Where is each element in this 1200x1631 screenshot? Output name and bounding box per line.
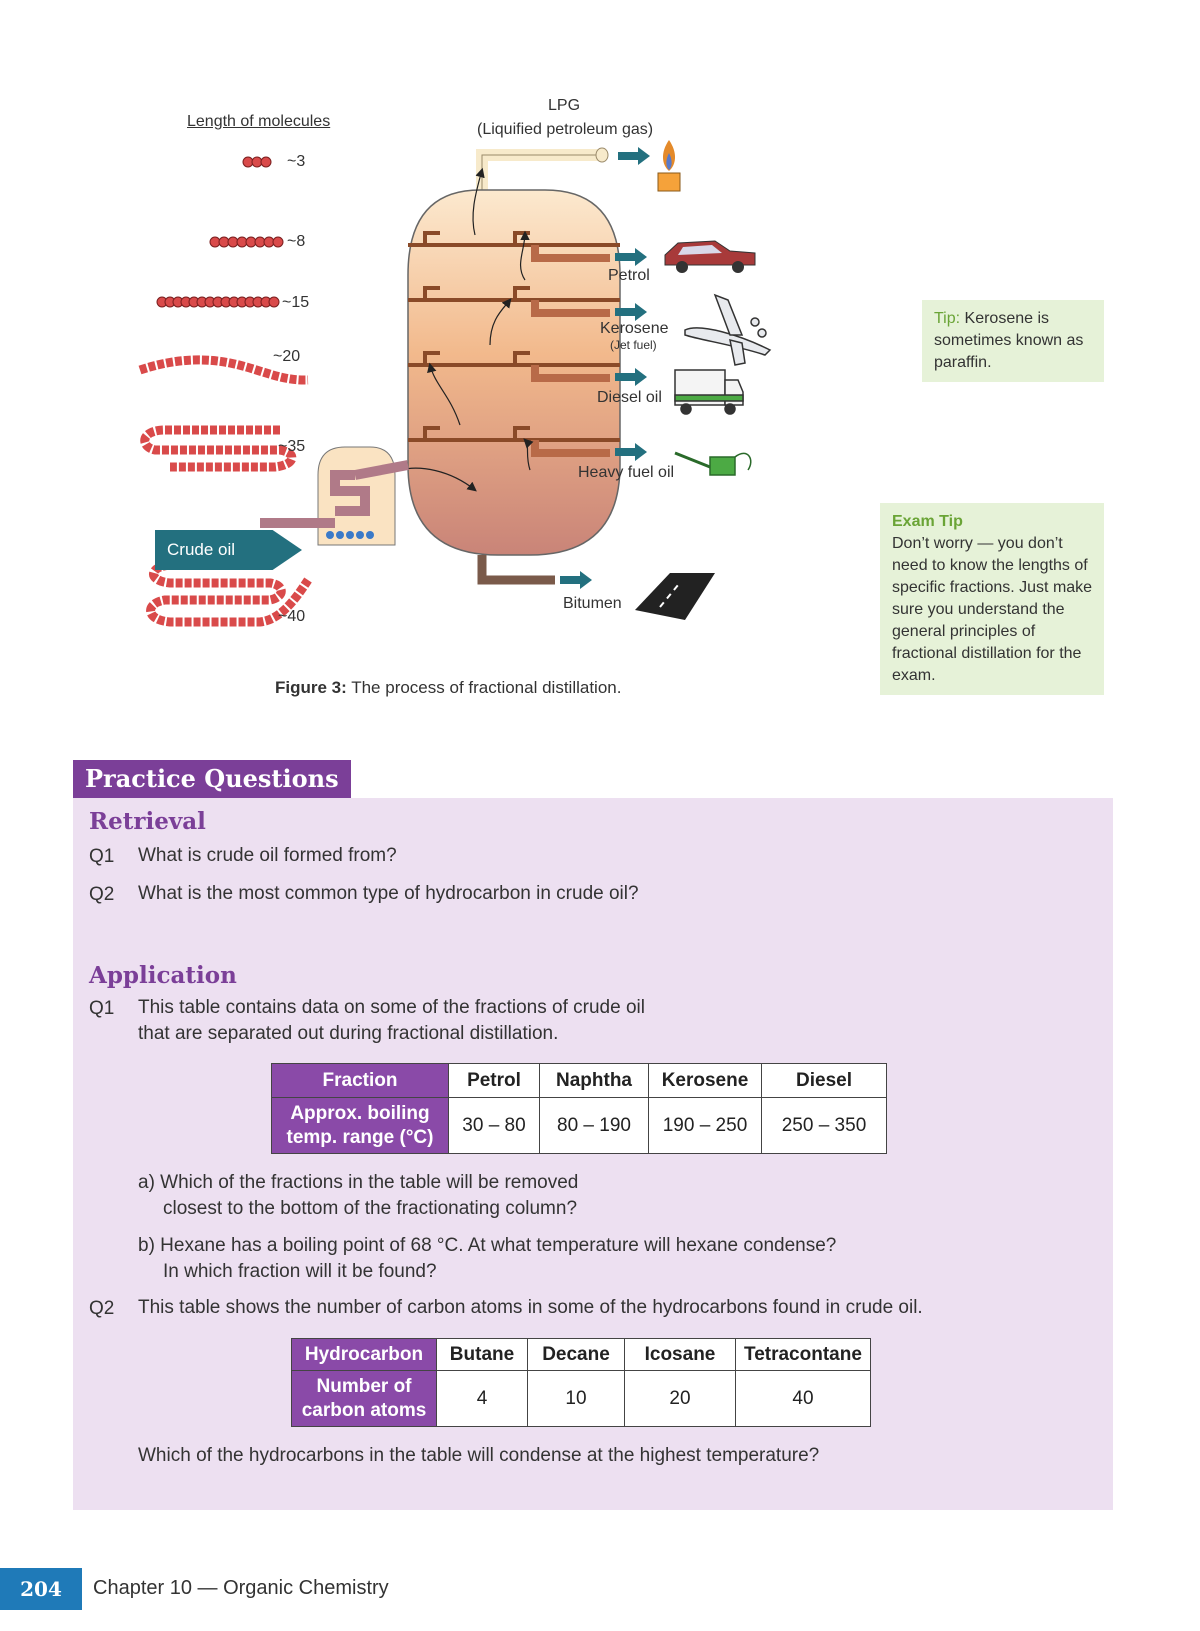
lpg-sub-label: (Liquified petroleum gas) xyxy=(477,121,654,138)
table-cell: 40 xyxy=(735,1370,871,1427)
distillation-diagram xyxy=(138,140,772,627)
bitumen-pipe xyxy=(477,555,555,585)
retrieval-q2-num: Q2 xyxy=(89,884,115,905)
application-q1-line2: that are separated out during fractional… xyxy=(138,1023,559,1044)
exam-tip-title: Exam Tip xyxy=(892,513,963,530)
exam-tip-box: Exam Tip Don’t worry — you don’t need to… xyxy=(880,503,1104,695)
truck-icon xyxy=(674,369,744,415)
gas-burner-icon xyxy=(657,140,681,192)
tip-text: Kerosene is sometimes known as paraffin. xyxy=(934,310,1084,371)
table-column-header: Butane xyxy=(436,1338,528,1371)
application-q2-num: Q2 xyxy=(89,1298,115,1319)
molecule-length-20: ~20 xyxy=(273,348,301,365)
table-cell: 250 – 350 xyxy=(761,1097,887,1154)
table-column-header: Tetracontane xyxy=(735,1338,871,1371)
kerosene-label: Kerosene xyxy=(600,320,669,337)
molecule-15 xyxy=(156,296,280,308)
table-row: Number of carbon atoms 4 10 20 40 xyxy=(291,1370,871,1427)
molecule-length-3: ~3 xyxy=(287,153,306,170)
molecule-length-35: ~35 xyxy=(278,438,306,455)
table-header-line: Approx. boiling xyxy=(290,1102,430,1124)
application-q1-line1: This table contains data on some of the … xyxy=(138,997,645,1018)
retrieval-q2-text: What is the most common type of hydrocar… xyxy=(138,883,639,904)
crude-oil-arrow-label: Crude oil xyxy=(155,530,302,570)
table-column-header: Diesel xyxy=(761,1063,887,1098)
molecule-chains xyxy=(156,156,284,308)
molecule-35 xyxy=(140,425,297,472)
application-q2-question: Which of the hydrocarbons in the table w… xyxy=(138,1445,820,1466)
molecule-length-40: ~40 xyxy=(278,608,306,625)
molecule-length-8: ~8 xyxy=(287,233,306,250)
lpg-pipe-outline xyxy=(481,154,600,205)
table-header-line: Number of xyxy=(316,1375,412,1397)
application-q1a-line2: closest to the bottom of the fractionati… xyxy=(163,1198,578,1219)
table-header-cell: Fraction xyxy=(271,1063,449,1098)
application-q1b-line1: b) Hexane has a boiling point of 68 °C. … xyxy=(138,1235,837,1256)
fractions-table: Fraction Petrol Naphtha Kerosene Diesel … xyxy=(271,1063,887,1154)
practice-questions-header: Practice Questions xyxy=(73,760,351,798)
table-column-header: Icosane xyxy=(624,1338,736,1371)
road-icon xyxy=(635,573,715,620)
application-title: Application xyxy=(89,962,237,989)
application-q2-text: This table shows the number of carbon at… xyxy=(138,1297,923,1318)
molecules-heading: Length of molecules xyxy=(187,113,331,130)
table-header-cell: Approx. boiling temp. range (°C) xyxy=(271,1097,449,1154)
hydrocarbons-table: Hydrocarbon Butane Decane Icosane Tetrac… xyxy=(291,1338,871,1427)
fractional-distillation-figure: Length of molecules ~3 ~8 ~15 ~20 ~35 ~4… xyxy=(130,95,830,700)
molecule-length-15: ~15 xyxy=(282,294,310,311)
bitumen-label: Bitumen xyxy=(563,595,622,612)
table-row: Fraction Petrol Naphtha Kerosene Diesel xyxy=(271,1063,887,1098)
practice-questions-panel: Retrieval Q1 What is crude oil formed fr… xyxy=(73,798,1113,1510)
table-header-line: temp. range (°C) xyxy=(286,1126,434,1148)
table-cell: 20 xyxy=(624,1370,736,1427)
fractionating-column xyxy=(407,189,621,556)
table-header-cell: Hydrocarbon xyxy=(291,1338,437,1371)
molecule-40 xyxy=(146,560,312,627)
car-icon xyxy=(664,240,756,273)
table-cell: 80 – 190 xyxy=(539,1097,649,1154)
table-cell: 30 – 80 xyxy=(448,1097,540,1154)
table-column-header: Decane xyxy=(527,1338,625,1371)
application-q1a-line1: a) Which of the fractions in the table w… xyxy=(138,1172,579,1193)
tip-box: Tip: Kerosene is sometimes known as para… xyxy=(922,300,1104,382)
lpg-label: LPG xyxy=(548,97,581,114)
application-q1-num: Q1 xyxy=(89,998,115,1019)
burner-flames xyxy=(326,531,374,539)
diesel-label: Diesel oil xyxy=(597,389,662,406)
table-row: Hydrocarbon Butane Decane Icosane Tetrac… xyxy=(291,1338,871,1371)
molecule-3 xyxy=(242,156,272,168)
page-number: 204 xyxy=(0,1568,82,1610)
aeroplane-icon xyxy=(684,293,772,366)
molecule-8 xyxy=(209,236,284,248)
figure-caption-label: Figure 3: xyxy=(275,678,347,697)
retrieval-q1-num: Q1 xyxy=(89,846,115,867)
molecule-20 xyxy=(138,355,309,385)
figure-caption-text: The process of fractional distillation. xyxy=(351,678,622,697)
chapter-footer: Chapter 10 — Organic Chemistry xyxy=(93,1577,389,1599)
kerosene-sub-label: (Jet fuel) xyxy=(610,338,657,352)
column-trays xyxy=(408,231,620,442)
application-q1b-line2: In which fraction will it be found? xyxy=(163,1261,437,1282)
table-cell: 4 xyxy=(436,1370,528,1427)
figure-caption: Figure 3: The process of fractional dist… xyxy=(275,678,621,698)
table-cell: 10 xyxy=(527,1370,625,1427)
table-header-cell: Number of carbon atoms xyxy=(291,1370,437,1427)
outlet-pipes xyxy=(531,245,610,457)
watering-can-icon xyxy=(674,451,752,476)
table-header-line: carbon atoms xyxy=(301,1399,427,1421)
retrieval-title: Retrieval xyxy=(89,808,206,835)
table-column-header: Petrol xyxy=(448,1063,540,1098)
output-arrows xyxy=(560,147,650,589)
petrol-label: Petrol xyxy=(608,267,650,284)
tip-title: Tip: xyxy=(934,310,961,327)
table-row: Approx. boiling temp. range (°C) 30 – 80… xyxy=(271,1097,887,1154)
table-column-header: Naphtha xyxy=(539,1063,649,1098)
retrieval-q1-text: What is crude oil formed from? xyxy=(138,845,397,866)
table-column-header: Kerosene xyxy=(648,1063,762,1098)
exam-tip-text: Don’t worry — you don’t need to know the… xyxy=(892,535,1093,684)
table-cell: 190 – 250 xyxy=(648,1097,762,1154)
heavy-fuel-label: Heavy fuel oil xyxy=(578,464,675,481)
